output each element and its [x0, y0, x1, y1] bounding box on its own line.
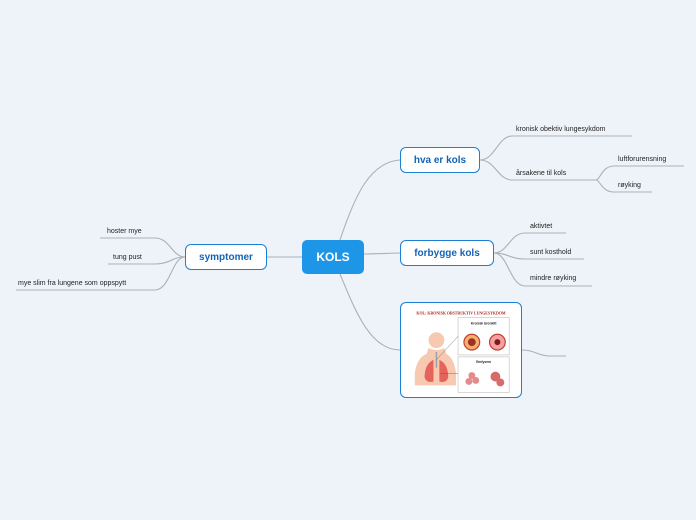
connector-forbygge-3: [493, 252, 592, 287]
topic-symptomer[interactable]: symptomer: [185, 244, 267, 270]
topic-hva-er-kols[interactable]: hva er kols: [400, 147, 480, 173]
connector-hva-2: [479, 159, 596, 181]
connector-forbygge-2: [493, 252, 584, 260]
topic-image-kols-illustration[interactable]: KOL: KRONISK OBSTRUKTIV LUNGESYKDOM Kron…: [400, 302, 522, 398]
connector-arsak-1: [595, 165, 684, 181]
subtopic-mindre-royking[interactable]: mindre røyking: [530, 275, 577, 282]
subtopic-arsakene[interactable]: årsakene til kols: [516, 170, 567, 177]
connector-arsak-2: [595, 179, 652, 193]
connector-forbygge-1: [493, 232, 566, 254]
subtopic-aktivtet[interactable]: aktivtet: [530, 223, 553, 230]
image-title: KOL: KRONISK OBSTRUKTIV LUNGESYKDOM: [416, 311, 505, 316]
lungs-illustration: KOL: KRONISK OBSTRUKTIV LUNGESYKDOM Kron…: [414, 311, 510, 393]
connector-image-1: [521, 349, 566, 357]
image-label-bronkitt: Kronisk bronkitt: [471, 321, 498, 325]
connector-forbygge: [363, 252, 401, 255]
subtopic-kronisk[interactable]: kronisk obektiv lungesykdom: [516, 126, 606, 133]
image-label-emfysem: Emfysem: [476, 360, 491, 364]
connector-symptomer-3: [16, 256, 186, 291]
connector-image: [339, 273, 401, 351]
connector-hva: [339, 159, 401, 241]
subtopic-royking[interactable]: røyking: [618, 182, 641, 189]
subtopic-mye-slim[interactable]: mye slim fra lungene som oppspytt: [18, 280, 127, 287]
central-topic[interactable]: KOLS: [302, 240, 364, 274]
topic-forbygge-kols[interactable]: forbygge kols: [400, 240, 494, 266]
connector-symptomer-2: [108, 256, 186, 265]
connector-hva-1: [479, 135, 632, 161]
subtopic-luftforurensning[interactable]: luftforurensning: [618, 156, 667, 163]
subtopic-sunt-kosthold[interactable]: sunt kosthold: [530, 249, 572, 256]
connector-symptomer-1: [100, 237, 186, 258]
subtopic-tung-pust[interactable]: tung pust: [113, 254, 142, 261]
subtopic-hoster-mye[interactable]: hoster mye: [107, 228, 142, 235]
